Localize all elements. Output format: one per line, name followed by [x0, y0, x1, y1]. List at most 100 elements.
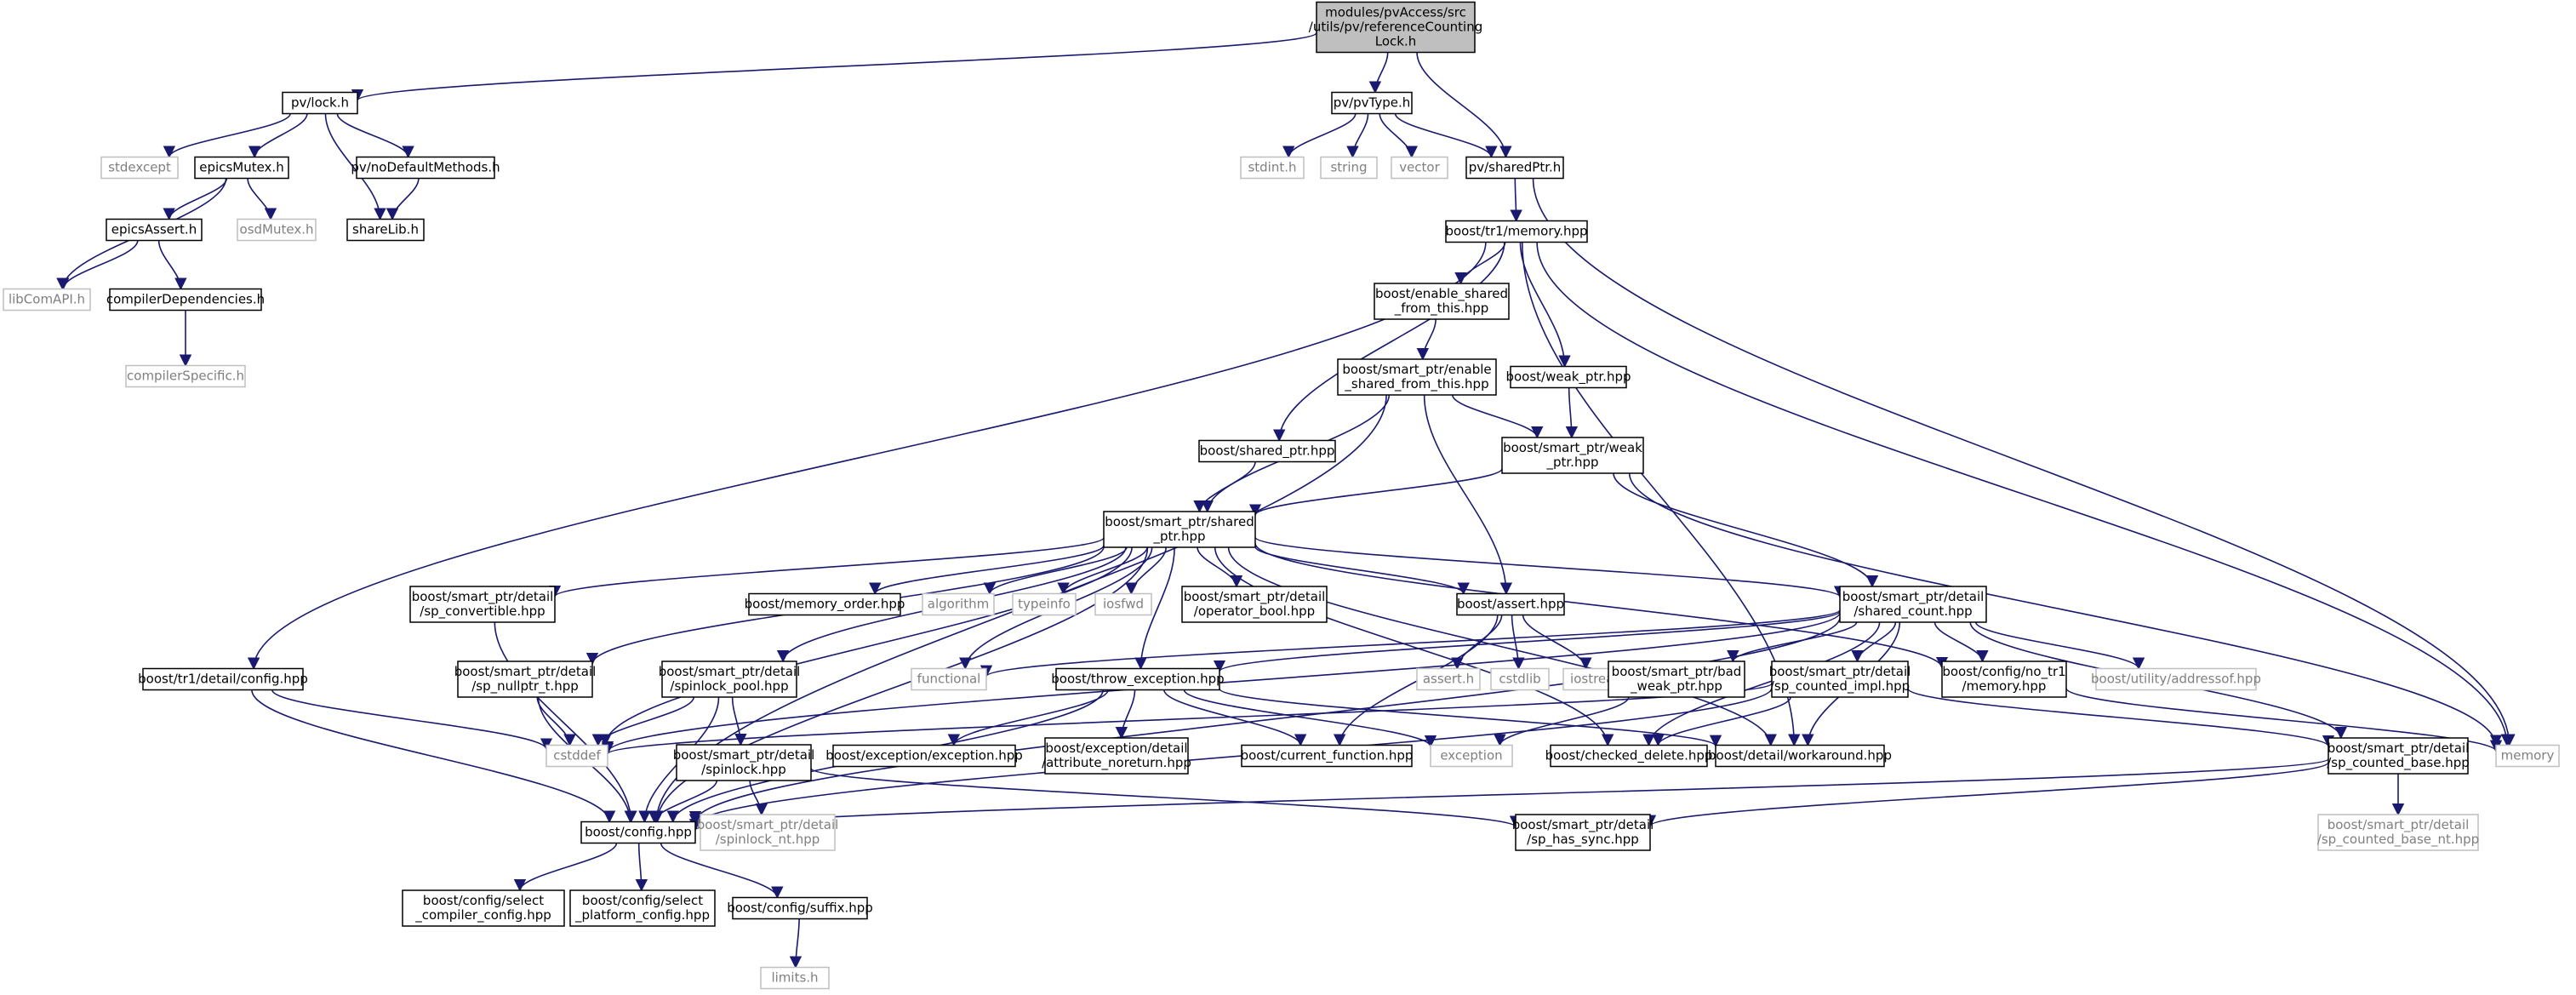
node-cstdlib: cstdlib [1490, 667, 1550, 691]
node-spconvertible[interactable]: boost/smart_ptr/detail/sp_convertible.hp… [409, 586, 556, 623]
edge-spshared-to-workaround [1227, 546, 1777, 746]
edge-spweak-to-spshared [1248, 467, 1503, 517]
node-lock[interactable]: pv/lock.h [282, 91, 358, 115]
edge-throwexc-to-exception [1183, 689, 1437, 748]
edge-spenable-to-assert [1423, 394, 1513, 595]
node-label: boost/smart_ptr/detail [412, 589, 554, 605]
node-pvtype[interactable]: pv/pvType.h [1331, 91, 1413, 115]
edge-spshared-to-memorder [869, 545, 1105, 595]
node-spshared[interactable]: boost/smart_ptr/shared_ptr.hpp [1103, 511, 1256, 548]
edge-sharedptrhpp-to-spshared [1193, 461, 1256, 513]
edge-sharedcount-to-functional [980, 609, 1841, 678]
node-root[interactable]: modules/pvAccess/src/utils/pv/referenceC… [1309, 1, 1482, 54]
node-throwexc[interactable]: boost/throw_exception.hpp [1051, 667, 1225, 691]
node-spcountedbase[interactable]: boost/smart_ptr/detail/sp_counted_base.h… [2327, 737, 2470, 775]
node-label: osdMutex.h [240, 222, 314, 237]
edge-sharedcount-to-boostconfig [689, 617, 1841, 824]
node-libcom: libComAPI.h [3, 288, 91, 312]
node-spinlockpool[interactable]: boost/smart_ptr/detail/spinlock_pool.hpp [659, 660, 801, 698]
node-sharedptrhpp[interactable]: boost/shared_ptr.hpp [1198, 439, 1336, 463]
node-box [1515, 814, 1651, 851]
node-functional: functional [911, 667, 987, 691]
edge-throwexc-to-excexc [947, 689, 1109, 746]
edge-spweak-to-sharedcount [1613, 472, 1879, 588]
edge-spshared-to-notr1 [1254, 542, 1948, 670]
edge-spshared-to-cstddef [599, 546, 1133, 746]
node-tr1config[interactable]: boost/tr1/detail/config.hpp [138, 667, 308, 691]
edge-spshared-to-opbool [1197, 546, 1243, 588]
node-epicsassert[interactable]: epicsAssert.h [106, 218, 203, 242]
node-box [1510, 365, 1627, 389]
node-spinlock[interactable]: boost/smart_ptr/detail/spinlock.hpp [673, 744, 815, 781]
node-compdeps[interactable]: compilerDependencies.h [106, 288, 265, 312]
node-boostconfig[interactable]: boost/config.hpp [580, 821, 696, 844]
node-label: boost/smart_ptr/shared [1105, 514, 1254, 530]
node-assert[interactable]: boost/assert.hpp [1456, 592, 1565, 616]
edge-sharedcount-to-checkeddel [1642, 621, 1881, 746]
node-sharedcount[interactable]: boost/smart_ptr/detail/shared_count.hpp [1839, 586, 1987, 623]
node-epicsmutex[interactable]: epicsMutex.h [194, 156, 289, 180]
edge-sharedcount-to-cstddef [602, 612, 1841, 754]
node-nodefault[interactable]: pv/noDefaultMethods.h [351, 156, 500, 180]
node-selplatform[interactable]: boost/config/select_platform_config.hpp [569, 889, 716, 927]
node-curfunc[interactable]: boost/current_function.hpp [1241, 744, 1414, 768]
node-badweak[interactable]: boost/smart_ptr/bad_weak_ptr.hpp [1608, 660, 1745, 698]
node-box [1550, 744, 1708, 768]
node-label: boost/config/select [423, 893, 544, 908]
node-stdexcept: stdexcept [100, 156, 179, 180]
node-label: stdint.h [1248, 160, 1296, 175]
node-selcompiler[interactable]: boost/config/select_compiler_config.hpp [402, 889, 565, 927]
node-box [3, 288, 91, 312]
node-enableshared[interactable]: boost/enable_shared_from_this.hpp [1374, 283, 1510, 320]
edge-spcountedbase-to-sphassync [1644, 761, 2329, 828]
node-suffix[interactable]: boost/config/suffix.hpp [727, 896, 873, 920]
node-memorder[interactable]: boost/memory_order.hpp [745, 592, 905, 616]
node-box [545, 744, 608, 768]
node-weakptr[interactable]: boost/weak_ptr.hpp [1505, 365, 1631, 389]
edge-spnullptr-to-cstddef [536, 696, 576, 746]
edge-suffix-to-limits [789, 918, 803, 969]
node-label: boost/smart_ptr/detail [697, 817, 839, 833]
edge-pvtype-to-stdint [1282, 113, 1357, 158]
node-label: /sp_counted_base_nt.hpp [2317, 832, 2479, 848]
node-excexc[interactable]: boost/exception/exception.hpp [825, 744, 1023, 768]
node-sharedptr[interactable]: pv/sharedPtr.h [1465, 156, 1564, 180]
node-box [732, 896, 868, 920]
edge-notr1-to-memory [2065, 687, 2502, 753]
node-spnullptr[interactable]: boost/smart_ptr/detail/sp_nullptr_t.hpp [454, 660, 597, 698]
node-label: /sp_counted_base.hpp [2327, 755, 2470, 771]
node-label: boost/utility/addressof.hpp [2091, 672, 2261, 687]
node-label: boost/tr1/detail/config.hpp [138, 672, 308, 687]
edge-weakptr-to-spweak [1565, 387, 1579, 439]
node-label: boost/checked_delete.hpp [1545, 748, 1713, 764]
node-workaround[interactable]: boost/detail/workaround.hpp [1708, 744, 1892, 768]
node-exception: exception [1430, 744, 1513, 768]
node-box [409, 586, 556, 623]
node-box [1465, 156, 1564, 180]
node-label: boost/memory_order.hpp [745, 597, 905, 613]
node-label: /shared_count.hpp [1853, 603, 1972, 620]
edge-tr1config-to-cstddef [271, 689, 553, 751]
edge-lock-to-nodefault [336, 113, 414, 158]
node-sharelib[interactable]: shareLib.h [346, 218, 425, 242]
node-spenable[interactable]: boost/smart_ptr/enable_shared_from_this.… [1337, 358, 1497, 396]
node-iosfwd: iosfwd [1094, 592, 1152, 616]
node-attrnoreturn[interactable]: boost/exception/detail/attribute_noretur… [1042, 737, 1191, 775]
node-tr1memory[interactable]: boost/tr1/memory.hpp [1445, 220, 1588, 243]
edge-spcountedimpl-to-spcountedbase [1907, 688, 2334, 748]
node-opbool[interactable]: boost/smart_ptr/detail/operator_bool.hpp [1181, 586, 1328, 623]
node-notr1[interactable]: boost/config/no_tr1/memory.hpp [1941, 660, 2067, 698]
node-label: _platform_config.hpp [574, 907, 710, 924]
node-box [125, 364, 246, 388]
node-label: /utils/pv/referenceCounting [1309, 20, 1482, 35]
node-label: /sp_nullptr_t.hpp [471, 678, 579, 695]
node-box [1608, 660, 1745, 698]
edge-root-to-pvtype [1368, 52, 1389, 94]
node-checkeddel[interactable]: boost/checked_delete.hpp [1545, 744, 1713, 768]
node-label: boost/smart_ptr/detail [673, 747, 815, 763]
node-label: algorithm [928, 597, 989, 612]
node-spweak[interactable]: boost/smart_ptr/weak_ptr.hpp [1501, 437, 1644, 474]
node-sphassync[interactable]: boost/smart_ptr/detail/sp_has_sync.hpp [1512, 814, 1654, 851]
node-spcountedimpl[interactable]: boost/smart_ptr/detail/sp_counted_impl.h… [1769, 660, 1911, 698]
